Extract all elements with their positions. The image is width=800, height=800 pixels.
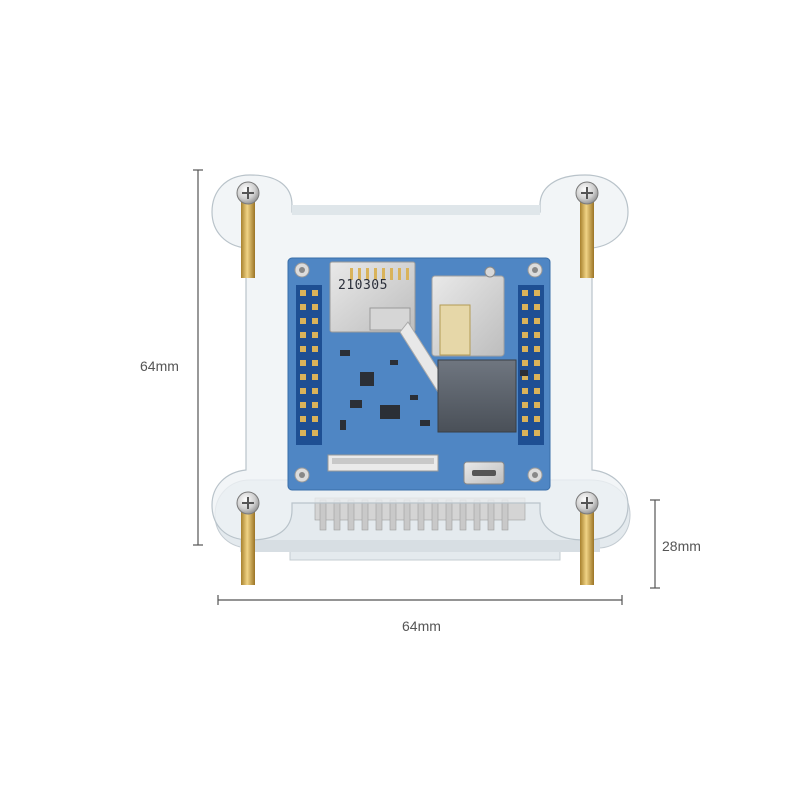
depth-dimension-label: 28mm <box>662 538 701 554</box>
screw-icon <box>236 491 260 515</box>
screw-heads <box>236 181 599 515</box>
left-gpio-header <box>296 285 322 445</box>
screw-icon <box>236 181 260 205</box>
dimension-lines <box>193 169 660 605</box>
right-gpio-header <box>518 285 544 445</box>
board-print-code: 210305 <box>338 278 388 293</box>
width-dimension-label: 64mm <box>402 618 441 634</box>
wireless-module-shield <box>431 266 505 357</box>
fpc-connector <box>327 454 439 472</box>
screw-icon <box>575 491 599 515</box>
brass-standoffs <box>241 200 594 585</box>
microsd-slot <box>329 261 416 333</box>
screw-icon <box>575 181 599 205</box>
soc-chip <box>437 359 517 433</box>
height-dimension-label: 64mm <box>140 358 179 374</box>
micro-usb-port <box>463 461 505 485</box>
smd-components <box>340 350 528 430</box>
